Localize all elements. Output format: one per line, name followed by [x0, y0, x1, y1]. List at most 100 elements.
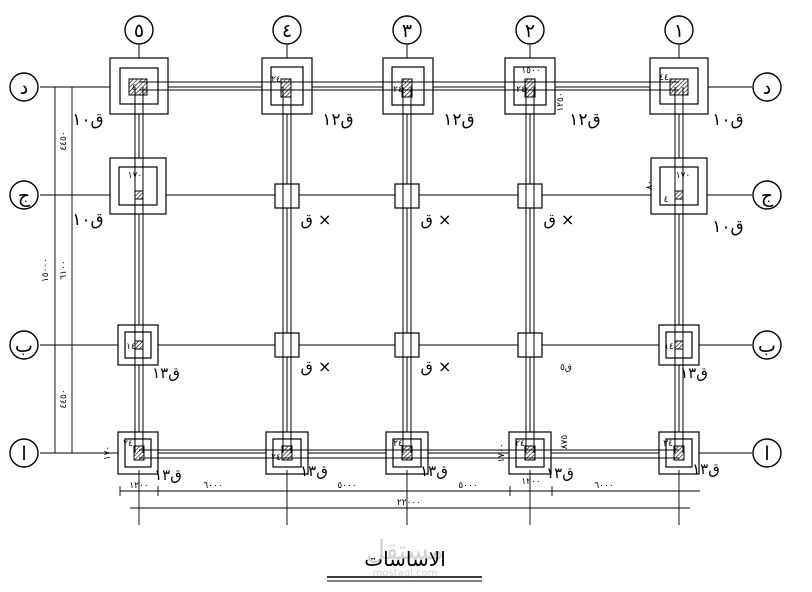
axis-bubble-d-right [752, 72, 782, 102]
drawing-title: الاساسات [364, 547, 446, 571]
footing-label-a4: ق١٣ [300, 462, 328, 480]
detail-notes: ١٥٠٠ ١٢٥٠ ٨٠ ٨٧٥ ١٧٠٠ ١٧٠ [103, 66, 655, 463]
axis-bubble-a-left [9, 438, 39, 468]
footing-b4 [274, 332, 300, 358]
axis-bubble-d-left [9, 72, 39, 102]
axis-bubble-b-left [9, 330, 39, 360]
column-a2 [524, 445, 536, 461]
footing-label-a2: ق١٣ [546, 464, 574, 482]
note-a5-left: ١٧٠ [103, 446, 113, 461]
watermark-url: mostaql.com [373, 568, 438, 579]
axis-bubble-3 [392, 15, 422, 45]
axis-label-a-left: ا [21, 443, 26, 465]
axis-label-j-left: ج [18, 185, 31, 207]
column-b5 [134, 340, 144, 350]
footing-label-b4: ق × [301, 357, 332, 376]
footing-label-j4: ق × [301, 210, 332, 229]
column-tag-a4: ٢٤ [271, 453, 281, 463]
footing-label-j5: ق١٠ [72, 210, 103, 230]
column-d5 [128, 78, 148, 96]
axis-bubble-2 [515, 15, 545, 45]
axis-label-2: ٢ [525, 20, 535, 42]
dim-h-6000-left: ٦٠٠٠ [203, 481, 222, 491]
footings-row-j [109, 157, 708, 215]
footings-row-a [117, 431, 700, 475]
dim-v-4450-bottom: ٤٤٥٠ [59, 389, 69, 408]
beams-overlay [134, 81, 684, 459]
axis-label-b-right: ب [758, 335, 776, 357]
footing-labels: ق١٠ ق١٢ ق١٢ ق١٢ ق١٠ ق١٠ ق × ق × ق × ق١٠ … [72, 110, 743, 484]
column-d1 [669, 78, 689, 96]
axis-label-5: ٥ [134, 20, 144, 42]
dimension-chain-vertical: ٤٤٥٠ ٦١٠٠ ٤٤٥٠ ١٥٠٠٠ [41, 86, 80, 454]
column-tag-j1b: ٤ [664, 195, 669, 205]
axis-label-j-right: ج [761, 185, 774, 207]
footing-label-j1: ق١٠ [712, 217, 743, 237]
column-a1 [673, 445, 685, 461]
note-d2-top: ١٥٠٠ [521, 66, 540, 76]
footing-label-d5: ق١٠ [72, 110, 103, 130]
column-tag-a5: ٢٤ [123, 439, 133, 449]
axis-label-a-right: ا [764, 443, 769, 465]
dim-v-4450-top: ٤٤٥٠ [59, 131, 69, 150]
axis-label-d-left: د [20, 77, 28, 99]
axis-bubble-1 [664, 15, 694, 45]
footing-label-a1: ق١٣ [692, 460, 720, 478]
column-tags: ٤ ٢٤ ٢٤ ٢٤ ٤٤ ١٧٠ ١٧٠ ٤ ١٤ ١٤ ٢٤ ٢٤ ٢٤ ٢… [123, 73, 690, 463]
footing-label-b1: ق١٣ [680, 364, 708, 382]
axis-bubble-b-right [752, 330, 782, 360]
drawing-title-block: مستقل mostaql.com الاساسات [327, 536, 482, 582]
dim-h-5000-mid-left: ٥٠٠٠ [337, 481, 356, 491]
note-a2-side: ٨٧٥ [560, 435, 570, 450]
footing-label-d1: ق١٠ [712, 110, 743, 130]
footing-label-d2: ق١٢ [569, 110, 600, 130]
column-d4 [280, 78, 292, 98]
footing-label-a3: ق١٣ [420, 462, 448, 480]
axis-bubble-5 [124, 15, 154, 45]
footing-label-d3: ق١٢ [443, 110, 474, 130]
column-tag-a1: ٣٤ [663, 439, 673, 449]
dim-h-1200-right: ١٢٠٠ [521, 477, 540, 487]
note-a2-left: ١٧٠٠ [497, 443, 507, 462]
footing-b5-inner [124, 331, 152, 359]
column-tag-d2: ٢٤ [516, 85, 526, 95]
dim-h-6000-right: ٦٠٠٠ [594, 481, 613, 491]
dim-h-5000-mid-right: ٥٠٠٠ [458, 481, 477, 491]
axis-bubble-j-right [752, 180, 782, 210]
column-tag-d5: ٤ [132, 83, 137, 93]
footing-label-j2: ق × [544, 210, 575, 229]
axis-label-3: ٣ [402, 20, 412, 42]
axis-bubbles-sides: د د ج ج ب ب ا ا [9, 72, 782, 468]
footing-label-d4: ق١٢ [322, 110, 353, 130]
footing-label-j3: ق × [421, 210, 452, 229]
column-b1 [674, 340, 684, 350]
dim-h-22000-total: ٢٢٠٠٠ [397, 498, 421, 508]
column-tag-d1: ٤٤ [659, 73, 669, 83]
columns [128, 78, 689, 461]
footing-b1-inner [665, 331, 693, 359]
footing-label-b3: ق × [421, 357, 452, 376]
footing-b2 [517, 332, 543, 358]
column-a5 [133, 445, 145, 461]
note-d2-side: ١٢٥٠ [556, 92, 566, 111]
column-tag-j1: ١٧٠ [676, 171, 691, 181]
footing-b3 [394, 332, 420, 358]
column-tag-b5: ١٤ [126, 342, 136, 352]
column-d2 [524, 78, 536, 98]
footing-label-a5: ق١٣ [154, 466, 182, 484]
column-d3 [401, 78, 413, 98]
column-tag-d4: ٢٤ [271, 75, 281, 85]
column-tag-a2: ٢٤ [515, 439, 525, 449]
footing-j4 [274, 183, 300, 209]
column-tag-b1: ١٤ [664, 342, 674, 352]
tie-beams [134, 81, 684, 459]
footing-label-b2: ق٥ [560, 363, 572, 373]
axis-label-4: ٤ [282, 20, 292, 42]
axis-bubble-j-left [9, 180, 39, 210]
footing-j3 [394, 183, 420, 209]
column-a3 [401, 445, 413, 461]
axis-label-b-left: ب [15, 335, 33, 357]
footing-label-b5: ق١٣ [152, 364, 180, 382]
dim-h-1200-left: ١٢٠٠ [129, 481, 148, 491]
